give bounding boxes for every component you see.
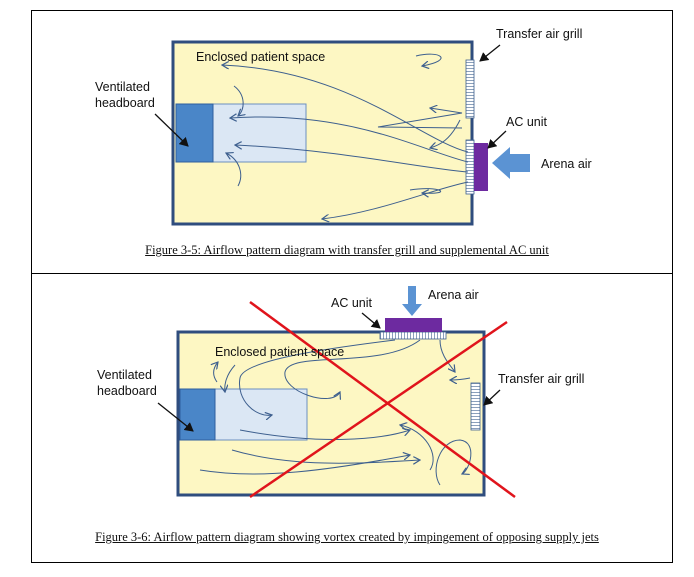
- ac-unit-2: [385, 318, 442, 332]
- label-arena-air: Arena air: [541, 157, 592, 171]
- pointer-headboard: [154, 113, 189, 147]
- pointer-transfer-grill: [479, 44, 501, 62]
- figure-3-5-caption: Figure 3-5: Airflow pattern diagram with…: [145, 243, 549, 257]
- pointer-ac-unit: [487, 130, 507, 149]
- transfer-air-grill-2: [470, 382, 481, 431]
- supply-grill: [465, 139, 475, 195]
- arena-air-arrow: [492, 147, 530, 179]
- arena-air-arrow-2: [402, 286, 422, 316]
- ac-unit: [474, 143, 488, 191]
- pointer-headboard-2: [157, 402, 194, 432]
- label-ventilated: Ventilated: [95, 80, 150, 94]
- red-cross: [249, 300, 516, 499]
- label-enclosed-patient-space: Enclosed patient space: [196, 50, 325, 64]
- label-ac-unit-2: AC unit: [331, 296, 373, 310]
- label-ac-unit: AC unit: [506, 115, 548, 129]
- figure-3-6-frame: [31, 273, 673, 563]
- label-headboard: headboard: [95, 96, 155, 110]
- ventilated-headboard: [175, 103, 214, 163]
- label-transfer-air-grill: Transfer air grill: [496, 27, 582, 41]
- figure-3-6: Enclosed patient space Ventilated headbo…: [97, 286, 584, 499]
- pointer-transfer-grill-2: [483, 389, 501, 406]
- airflow-lines: [222, 53, 469, 219]
- label-arena-air-2: Arena air: [428, 288, 479, 302]
- ceiling-supply-grill: [379, 331, 447, 340]
- label-headboard-2: headboard: [97, 384, 157, 398]
- transfer-air-grill: [465, 59, 475, 119]
- figure-3-5: Enclosed patient space Ventilated headbo…: [95, 27, 592, 226]
- figure-3-6-caption: Figure 3-6: Airflow pattern diagram show…: [95, 530, 599, 544]
- label-enclosed-patient-space-2: Enclosed patient space: [215, 345, 344, 359]
- airflow-lines-2: [199, 339, 472, 486]
- ventilated-headboard-2: [179, 388, 216, 441]
- pointer-ac-unit-2: [361, 312, 381, 329]
- label-transfer-air-grill-2: Transfer air grill: [498, 372, 584, 386]
- label-ventilated-2: Ventilated: [97, 368, 152, 382]
